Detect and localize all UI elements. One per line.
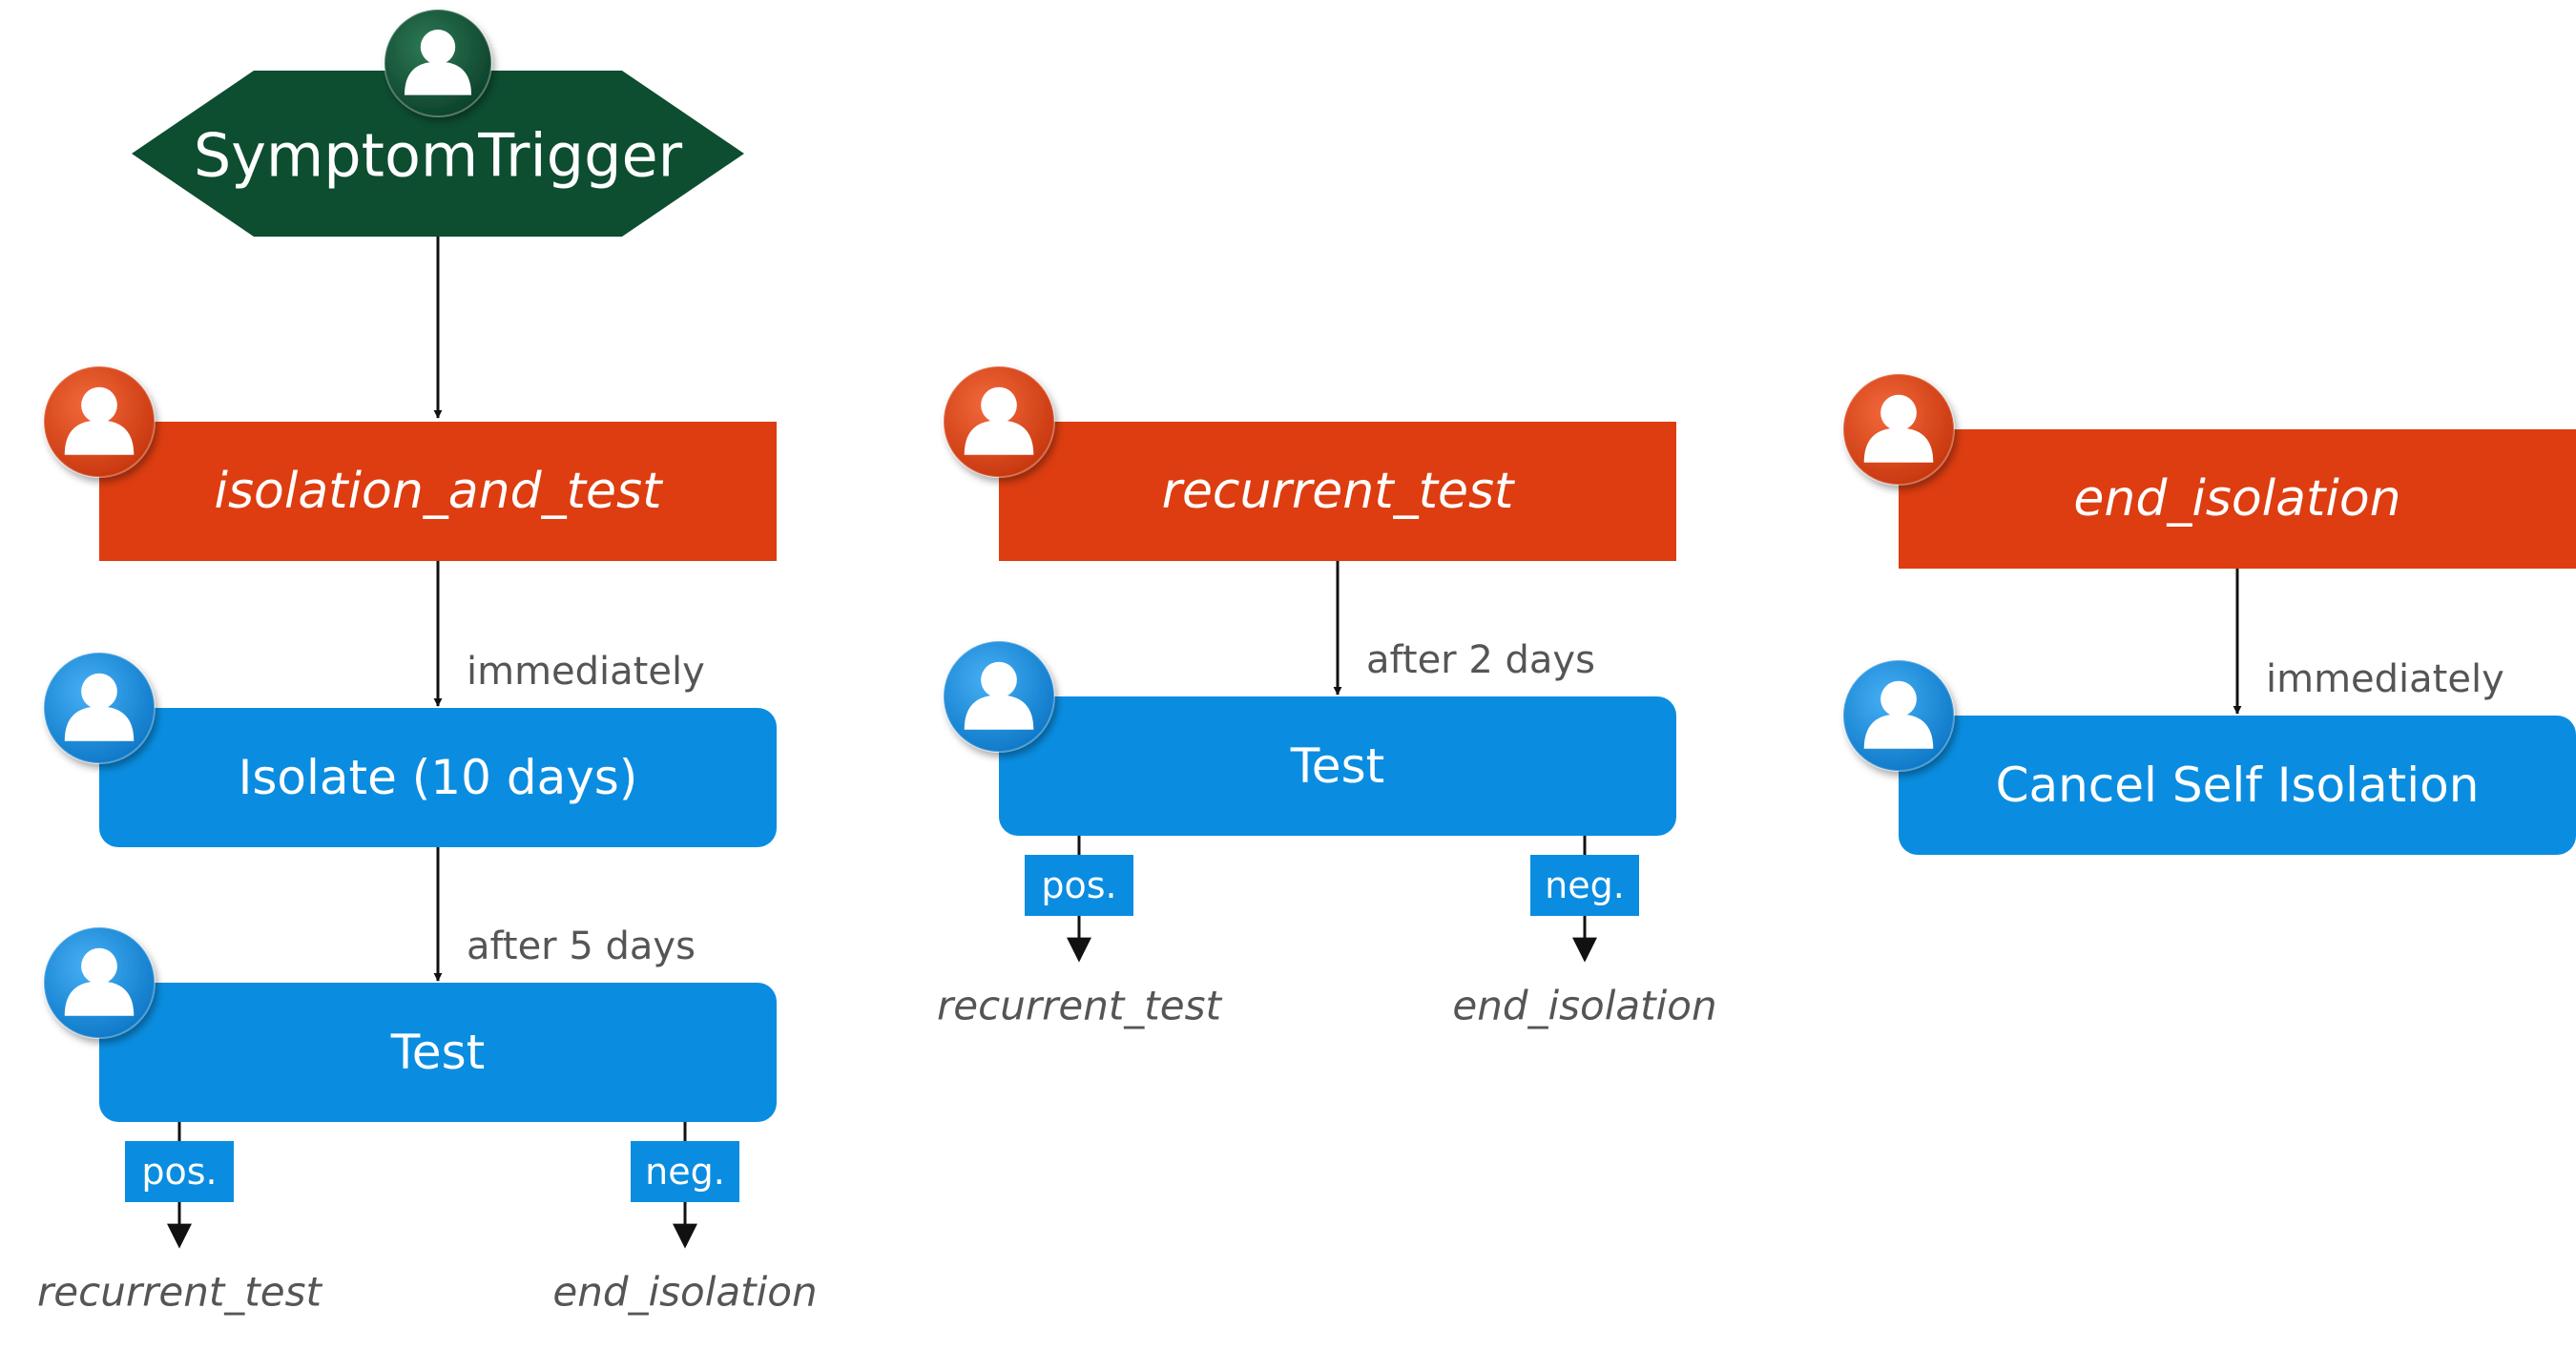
outcome-1: neg. end_isolation — [1452, 836, 1717, 1029]
person-icon — [43, 365, 156, 478]
strategy-shape — [1899, 429, 2576, 569]
trigger-label: SymptomTrigger — [194, 121, 683, 191]
outcome-tag — [125, 1141, 234, 1202]
outcome-target-label: end_isolation — [552, 1269, 817, 1316]
action-shape — [99, 983, 777, 1122]
person-icon — [1842, 373, 1955, 486]
action-node[interactable]: Isolate (10 days) — [99, 708, 777, 847]
action-label: Test — [390, 1025, 485, 1080]
outcome-target-label: end_isolation — [1452, 983, 1716, 1029]
person-icon — [43, 926, 156, 1039]
trigger-node[interactable]: SymptomTrigger — [132, 71, 744, 237]
action-node[interactable]: Test — [999, 696, 1676, 836]
person-icon — [943, 365, 1055, 478]
action-shape — [1899, 716, 2576, 855]
person-icon — [43, 652, 156, 764]
outcome-tag-label: neg. — [645, 1151, 725, 1193]
outcome-tag — [1025, 855, 1133, 916]
outcome-tag-label: pos. — [1041, 864, 1116, 906]
action-shape — [999, 696, 1676, 836]
action-shape — [99, 708, 777, 847]
outcome-0: pos. recurrent_test — [37, 1122, 323, 1316]
person-icon — [943, 640, 1055, 753]
strategy-label: isolation_and_test — [215, 463, 664, 520]
strategy-node[interactable]: end_isolation — [1899, 429, 2576, 569]
edge-timing-label: after 2 days — [1366, 638, 1595, 682]
outcome-tag — [1530, 855, 1639, 916]
outcome-tag-label: pos. — [141, 1151, 217, 1193]
action-node[interactable]: Test — [99, 983, 777, 1122]
action-label: Isolate (10 days) — [239, 750, 638, 805]
edge-timing-label: immediately — [2266, 657, 2504, 701]
action-label: Test — [1290, 738, 1384, 794]
strategy-shape — [99, 422, 777, 561]
edge-timing-label: after 5 days — [467, 924, 696, 968]
outcome-tag — [631, 1141, 739, 1202]
outcome-tag-label: neg. — [1545, 864, 1625, 906]
strategy-label: recurrent_test — [1162, 463, 1515, 520]
trigger-shape — [132, 71, 744, 237]
person-icon — [384, 9, 492, 117]
outcome-1: neg. end_isolation — [552, 1122, 818, 1316]
action-label: Cancel Self Isolation — [1996, 758, 2480, 813]
outcome-0: pos. recurrent_test — [937, 836, 1223, 1029]
edge-timing-label: immediately — [467, 650, 705, 694]
action-node[interactable]: Cancel Self Isolation — [1899, 716, 2576, 855]
outcome-target-label: recurrent_test — [937, 983, 1222, 1029]
strategy-label: end_isolation — [2073, 470, 2400, 528]
strategy-node[interactable]: isolation_and_test — [99, 422, 777, 561]
person-icon — [1842, 659, 1955, 772]
outcome-target-label: recurrent_test — [37, 1269, 322, 1316]
strategy-node[interactable]: recurrent_test — [999, 422, 1676, 561]
strategy-shape — [999, 422, 1676, 561]
